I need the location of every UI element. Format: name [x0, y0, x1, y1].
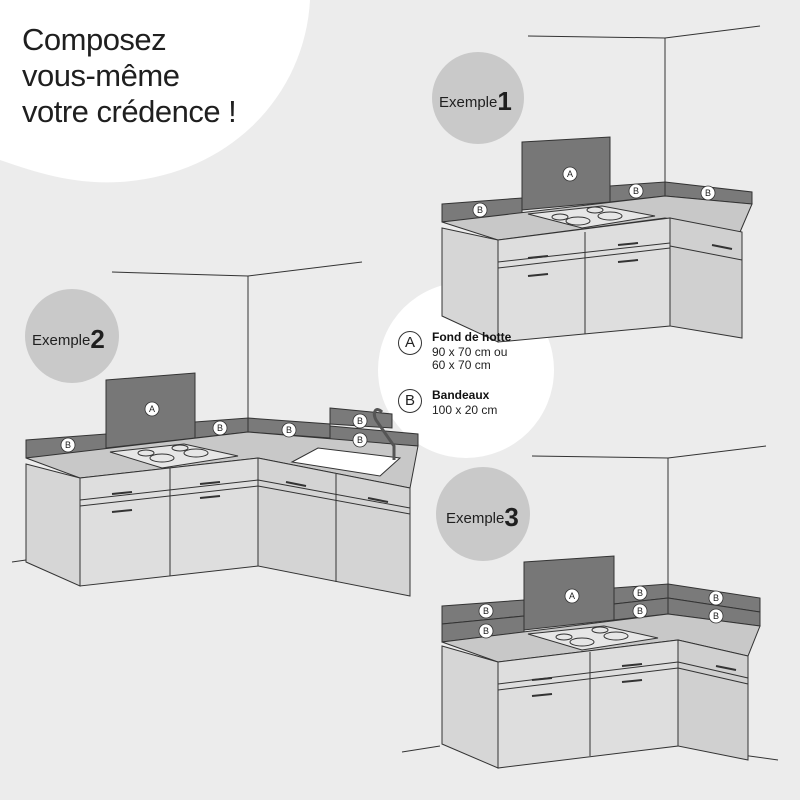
marker-b-ex1-1	[472, 202, 488, 218]
example-1-bubble	[432, 52, 524, 144]
legend-b-letter: B	[398, 389, 422, 413]
marker-b-ex2-4-text: B	[357, 416, 363, 426]
marker-b-ex3-2-text: B	[483, 626, 489, 636]
marker-b-ex3-5-text: B	[713, 593, 719, 603]
marker-b-ex1-2-text: B	[633, 186, 639, 196]
marker-a-ex1	[562, 166, 578, 182]
marker-b-ex3-1	[478, 603, 494, 619]
marker-a-ex2	[144, 401, 160, 417]
marker-a-ex2-text: A	[149, 404, 155, 414]
marker-b-ex2-2	[212, 420, 228, 436]
marker-b-ex1-3-text: B	[705, 188, 711, 198]
marker-b-ex3-1-text: B	[483, 606, 489, 616]
headline-line-1: Composez	[22, 22, 167, 57]
example-1-prefix: Exemple	[439, 94, 498, 111]
marker-b-ex2-1-text: B	[65, 440, 71, 450]
marker-b-ex3-2	[478, 623, 494, 639]
example-2-label: Exemple2	[32, 324, 105, 355]
headline-line-3: votre crédence !	[22, 94, 237, 129]
legend-b-title: Bandeaux	[432, 388, 490, 402]
legend-a-letter: A	[398, 331, 422, 355]
marker-b-ex2-4	[352, 413, 368, 429]
legend-b-desc-1: 100 x 20 cm	[432, 403, 498, 417]
example-2-prefix: Exemple	[32, 332, 91, 349]
marker-a-ex3-text: A	[569, 591, 575, 601]
example-2-number: 2	[90, 324, 105, 354]
marker-b-ex3-3	[632, 585, 648, 601]
marker-b-ex3-6-text: B	[713, 611, 719, 621]
marker-b-ex3-3-text: B	[637, 588, 643, 598]
example-1-label: Exemple1	[439, 86, 512, 117]
example-3-number: 3	[504, 502, 519, 532]
legend-a-desc-2: 60 x 70 cm	[432, 358, 491, 372]
marker-b-ex1-3	[700, 185, 716, 201]
marker-b-ex3-5	[708, 590, 724, 606]
example-3-label: Exemple3	[446, 502, 519, 533]
legend-a-title: Fond de hotte	[432, 330, 512, 344]
marker-a-ex3	[564, 588, 580, 604]
headline: Composez vous-même votre crédence !	[22, 22, 237, 130]
legend-a-desc-1: 90 x 70 cm ou	[432, 345, 508, 359]
headline-line-2: vous-même	[22, 58, 180, 93]
example-1-kitchen	[441, 25, 761, 343]
headline-background	[0, 0, 310, 183]
marker-b-ex2-1	[60, 437, 76, 453]
marker-b-ex1-1-text: B	[477, 205, 483, 215]
marker-b-ex3-6	[708, 608, 724, 624]
marker-b-ex3-4	[632, 603, 648, 619]
example-1-number: 1	[497, 86, 512, 116]
marker-b-ex1-2	[628, 183, 644, 199]
marker-b-ex2-3-text: B	[286, 425, 292, 435]
marker-b-ex2-2-text: B	[217, 423, 223, 433]
example-3-bubble	[436, 467, 530, 561]
marker-b-ex2-5	[352, 432, 368, 448]
marker-a-ex1-text: A	[567, 169, 573, 179]
marker-b-ex2-5-text: B	[357, 435, 363, 445]
marker-b-ex3-4-text: B	[637, 606, 643, 616]
example-3-prefix: Exemple	[446, 510, 505, 527]
example-2-bubble	[25, 289, 119, 383]
marker-b-ex2-3	[281, 422, 297, 438]
